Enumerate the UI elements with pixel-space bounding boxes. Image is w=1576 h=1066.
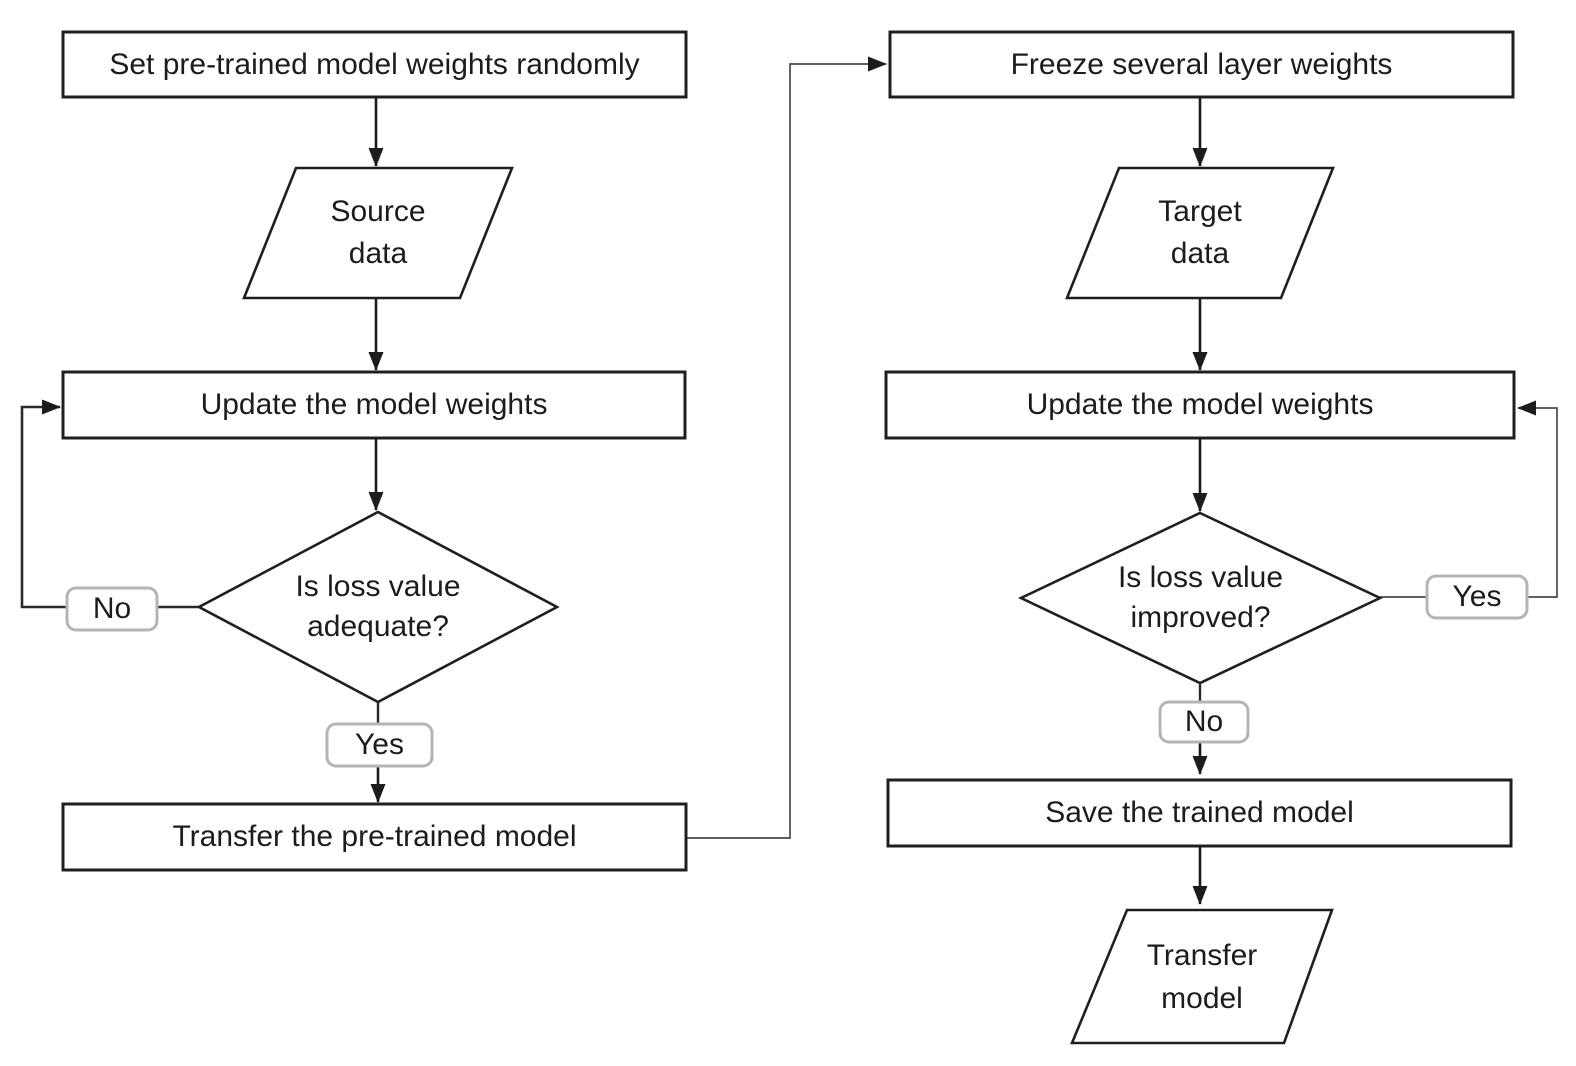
node-source-data-parallelogram — [242, 166, 514, 300]
node-transfer-model-parallelogram — [1070, 908, 1334, 1045]
badge-yes-right-box — [1425, 574, 1529, 620]
badge-no-left-box — [65, 586, 159, 632]
badge-yes-left-box — [325, 722, 434, 768]
edge-transfer-to-freeze — [686, 56, 887, 839]
node-update-weights-right-box — [884, 370, 1516, 440]
badge-no-right-box — [1158, 700, 1250, 744]
node-loss-improved-diamond — [1017, 511, 1384, 685]
node-transfer-pretrained-box — [61, 802, 688, 872]
node-loss-adequate-diamond — [196, 510, 560, 704]
node-save-model-box — [886, 778, 1513, 848]
node-set-weights-box — [61, 30, 688, 99]
node-update-weights-left-box — [61, 370, 687, 440]
node-target-data-parallelogram — [1065, 166, 1335, 300]
node-freeze-layers-box — [888, 30, 1515, 99]
